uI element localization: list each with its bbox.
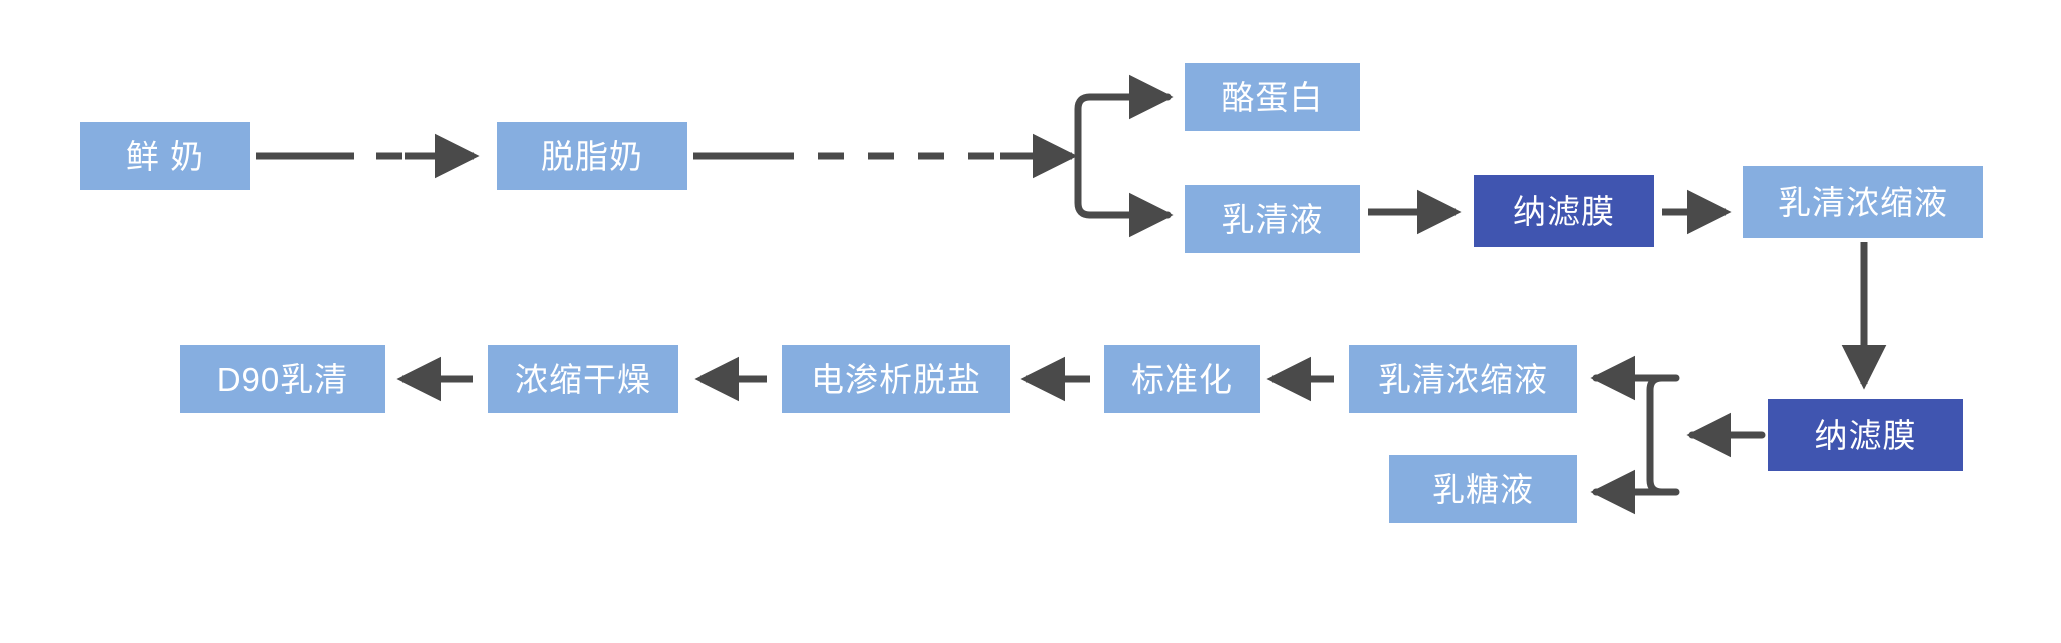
node-d90-whey[interactable]: D90乳清 [180, 345, 385, 413]
node-whey-concentrate-2[interactable]: 乳清浓缩液 [1349, 345, 1577, 413]
node-nanofilter-1[interactable]: 纳滤膜 [1474, 175, 1654, 247]
node-skim-milk[interactable]: 脱脂奶 [497, 122, 687, 190]
node-fresh-milk[interactable]: 鲜 奶 [80, 122, 250, 190]
edge-split-branch [1074, 74, 1174, 238]
node-whey-concentrate-1[interactable]: 乳清浓缩液 [1743, 166, 1983, 238]
node-nanofilter-2[interactable]: 纳滤膜 [1768, 399, 1963, 471]
node-casein[interactable]: 酪蛋白 [1185, 63, 1360, 131]
node-standardization[interactable]: 标准化 [1104, 345, 1260, 413]
node-electrodialysis[interactable]: 电渗析脱盐 [782, 345, 1010, 413]
node-whey-liquid[interactable]: 乳清液 [1185, 185, 1360, 253]
node-lactose-liquid[interactable]: 乳糖液 [1389, 455, 1577, 523]
edge-nanofilter2-branch [1590, 355, 1766, 515]
node-concentrate-dry[interactable]: 浓缩干燥 [488, 345, 678, 413]
